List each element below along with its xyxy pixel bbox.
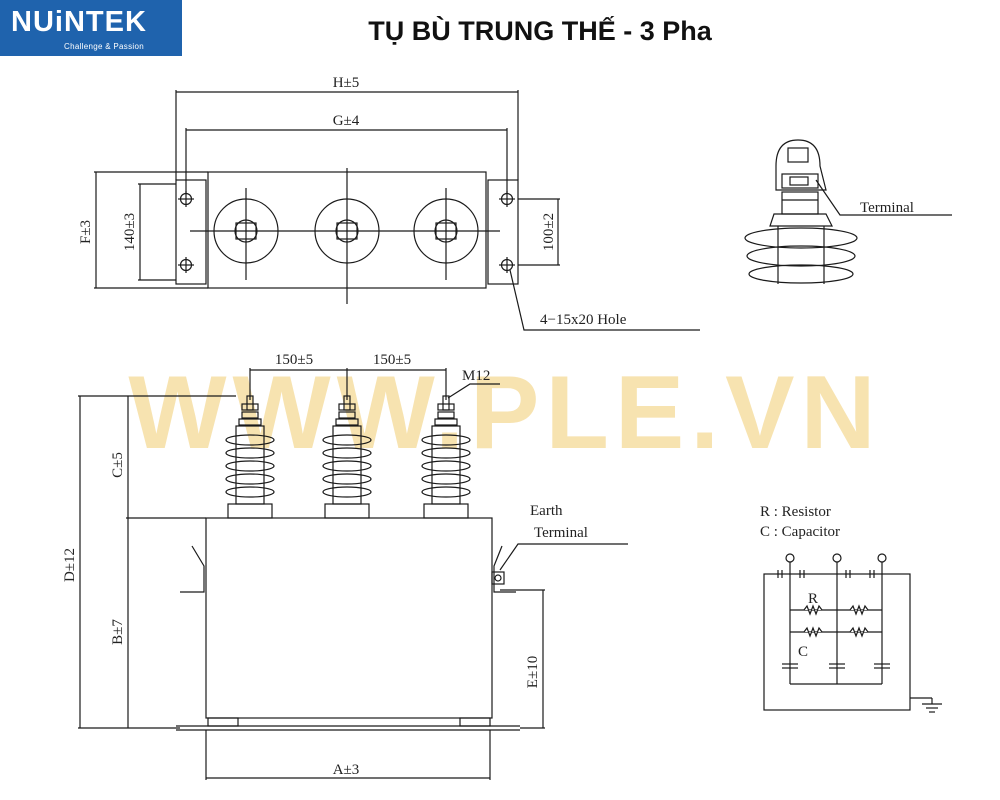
- dim-h-label: H±5: [333, 75, 360, 91]
- bushing-top-icon: [213, 168, 479, 304]
- hole-label: 4−15x20 Hole: [540, 312, 627, 328]
- bushing-side-icon: [225, 395, 275, 519]
- page-title: TỤ BÙ TRUNG THẾ - 3 Pha: [368, 16, 712, 46]
- legend-resistor: R : Resistor: [760, 504, 831, 520]
- dim-g-label: G±4: [333, 113, 360, 129]
- circuit-schematic: [763, 553, 942, 713]
- schematic-r-label: R: [808, 591, 818, 607]
- front-dimensions: [78, 368, 628, 780]
- dim-b-label: B±7: [110, 619, 126, 645]
- bushing-side-group: [225, 395, 471, 519]
- earth-label-line2: Terminal: [534, 525, 588, 541]
- mounting-hole-icon: [178, 191, 515, 273]
- schematic-c-label: C: [798, 644, 808, 660]
- logo-brand-text: NUiNTEK: [11, 6, 147, 38]
- dim-140-label: 140±3: [122, 213, 138, 251]
- earth-label-line1: Earth: [530, 503, 563, 519]
- dim-d-label: D±12: [62, 548, 78, 582]
- bushing-side-icon: [322, 395, 372, 519]
- tank-body: [205, 517, 493, 719]
- dim-f-label: F±3: [78, 220, 94, 244]
- terminal-detail: [744, 139, 952, 284]
- dim-e-label: E±10: [525, 656, 541, 688]
- spacing-right-label: 150±5: [373, 352, 411, 368]
- logo-tagline: Challenge & Passion: [64, 42, 144, 51]
- thread-label: M12: [462, 368, 490, 384]
- right-flange: [487, 179, 519, 285]
- top-view: [94, 90, 700, 331]
- watermark-text: WWW.PLE.VN: [128, 355, 881, 471]
- bushing-side-icon: [421, 395, 471, 519]
- legend-capacitor: C : Capacitor: [760, 524, 840, 540]
- dim-100-label: 100±2: [541, 213, 557, 251]
- spacing-left-label: 150±5: [275, 352, 313, 368]
- dim-a-label: A±3: [333, 762, 360, 778]
- dim-c-label: C±5: [110, 452, 126, 478]
- front-view: [176, 517, 520, 731]
- left-flange: [175, 179, 207, 285]
- nuintek-logo: NUiNTEK Challenge & Passion: [0, 0, 182, 56]
- terminal-label: Terminal: [860, 200, 914, 216]
